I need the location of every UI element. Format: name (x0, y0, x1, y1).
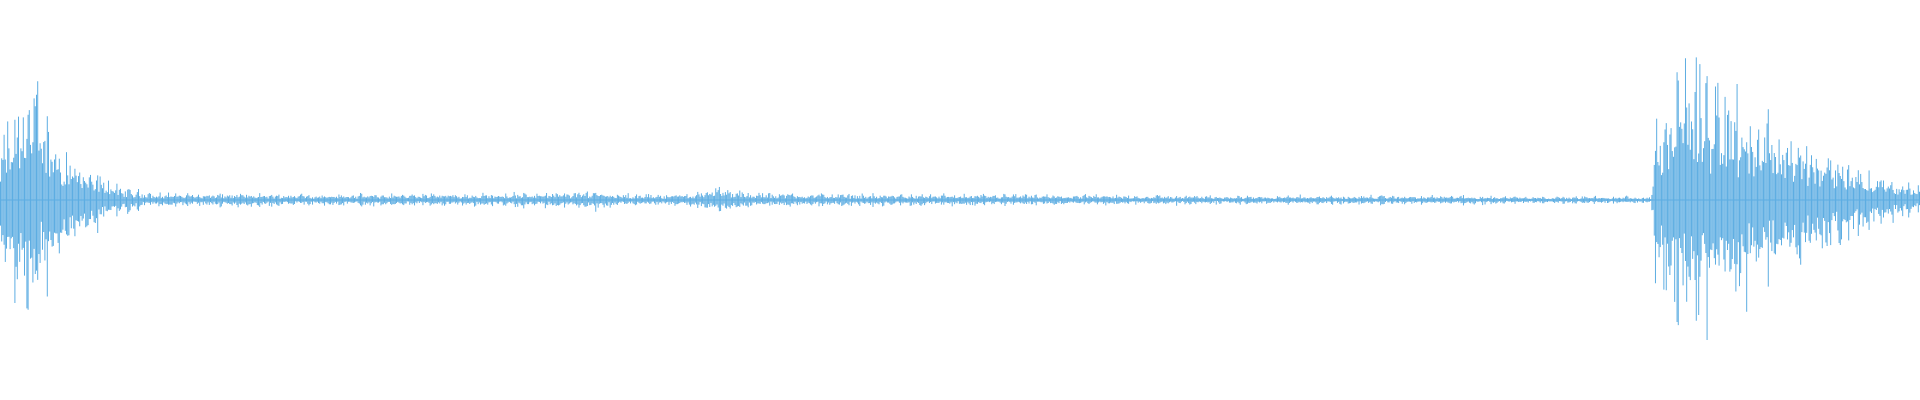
waveform-samples (0, 57, 1920, 340)
